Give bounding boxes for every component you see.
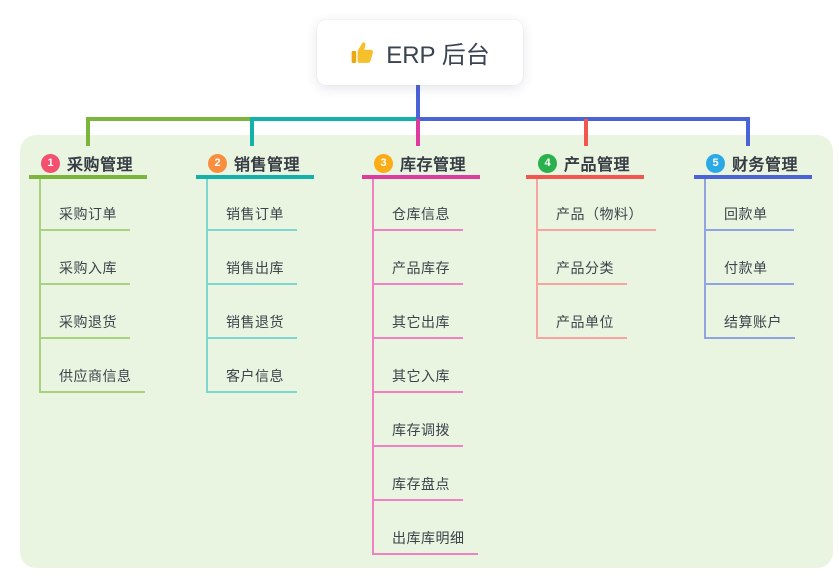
- child-node[interactable]: 产品分类: [538, 231, 627, 285]
- child-node[interactable]: 供应商信息: [41, 339, 145, 393]
- branch-label: 采购管理: [67, 157, 134, 174]
- branch-node-1[interactable]: 1 采购管理: [29, 151, 147, 179]
- branch-node-4[interactable]: 4 产品管理: [526, 151, 644, 179]
- child-label: 产品单位: [556, 314, 614, 330]
- child-label: 产品库存: [392, 260, 450, 276]
- child-node[interactable]: 其它出库: [374, 285, 463, 339]
- root-node[interactable]: ERP 后台: [317, 20, 523, 85]
- child-node[interactable]: 销售退货: [208, 285, 297, 339]
- child-node[interactable]: 客户信息: [208, 339, 297, 393]
- child-node[interactable]: 采购订单: [41, 179, 130, 231]
- child-node[interactable]: 产品（物料）: [538, 179, 656, 231]
- branch-column-4: 4 产品管理产品（物料） 产品分类产品单位: [526, 151, 656, 339]
- branch-label: 产品管理: [564, 157, 631, 174]
- child-label: 产品分类: [556, 260, 614, 276]
- child-label: 回款单: [724, 206, 768, 222]
- branch-index-badge: 2: [208, 153, 227, 173]
- branch-index-badge: 4: [538, 153, 557, 173]
- child-label: 库存调拨: [392, 422, 450, 438]
- branch-children: 仓库信息产品库存其它出库其它入库库存调拨库存盘点出库库明细: [372, 179, 478, 555]
- branch-index-badge: 1: [41, 153, 60, 173]
- child-node[interactable]: 采购退货: [41, 285, 130, 339]
- child-label: 付款单: [724, 260, 768, 276]
- child-node[interactable]: 销售出库: [208, 231, 297, 285]
- child-node[interactable]: 仓库信息: [374, 179, 463, 231]
- child-node[interactable]: 结算账户: [706, 285, 795, 339]
- child-label: 客户信息: [226, 368, 284, 384]
- child-label: 产品（物料）: [556, 206, 643, 222]
- child-label: 其它出库: [392, 314, 450, 330]
- child-label: 结算账户: [724, 314, 782, 330]
- child-node[interactable]: 出库库明细: [374, 501, 478, 555]
- child-label: 采购入库: [59, 260, 117, 276]
- branch-label: 库存管理: [400, 157, 467, 174]
- child-label: 供应商信息: [59, 368, 132, 384]
- branch-index-badge: 5: [706, 153, 725, 173]
- child-label: 库存盘点: [392, 476, 450, 492]
- child-label: 仓库信息: [392, 206, 450, 222]
- branch-node-3[interactable]: 3 库存管理: [362, 151, 480, 179]
- branch-children: 产品（物料） 产品分类产品单位: [536, 179, 656, 339]
- child-node[interactable]: 销售订单: [208, 179, 297, 231]
- child-label: 采购退货: [59, 314, 117, 330]
- child-node[interactable]: 产品库存: [374, 231, 463, 285]
- branch-children: 采购订单采购入库采购退货供应商信息: [39, 179, 145, 393]
- branches-panel: [20, 135, 833, 568]
- child-node[interactable]: 产品单位: [538, 285, 627, 339]
- branch-children: 回款单付款单结算账户: [704, 179, 795, 339]
- child-node[interactable]: 回款单: [706, 179, 794, 231]
- child-label: 出库库明细: [392, 530, 465, 546]
- branch-column-2: 2 销售管理销售订单销售出库销售退货客户信息: [196, 151, 314, 393]
- child-label: 销售退货: [226, 314, 284, 330]
- child-label: 采购订单: [59, 206, 117, 222]
- branch-column-1: 1 采购管理采购订单采购入库采购退货供应商信息: [29, 151, 147, 393]
- branch-children: 销售订单销售出库销售退货客户信息: [206, 179, 297, 393]
- branch-label: 财务管理: [732, 157, 799, 174]
- child-label: 其它入库: [392, 368, 450, 384]
- child-label: 销售出库: [226, 260, 284, 276]
- child-node[interactable]: 库存盘点: [374, 447, 463, 501]
- root-label: ERP 后台: [386, 42, 490, 69]
- child-node[interactable]: 库存调拨: [374, 393, 463, 447]
- child-node[interactable]: 其它入库: [374, 339, 463, 393]
- child-label: 销售订单: [226, 206, 284, 222]
- child-node[interactable]: 付款单: [706, 231, 794, 285]
- branch-label: 销售管理: [234, 157, 301, 174]
- branch-index-badge: 3: [374, 153, 393, 173]
- thumbs-up-icon: [351, 41, 374, 63]
- branch-column-5: 5 财务管理回款单付款单结算账户: [694, 151, 812, 339]
- branch-node-5[interactable]: 5 财务管理: [694, 151, 812, 179]
- child-node[interactable]: 采购入库: [41, 231, 130, 285]
- branch-node-2[interactable]: 2 销售管理: [196, 151, 314, 179]
- branch-column-3: 3 库存管理仓库信息产品库存其它出库其它入库库存调拨库存盘点出库库明细: [362, 151, 480, 555]
